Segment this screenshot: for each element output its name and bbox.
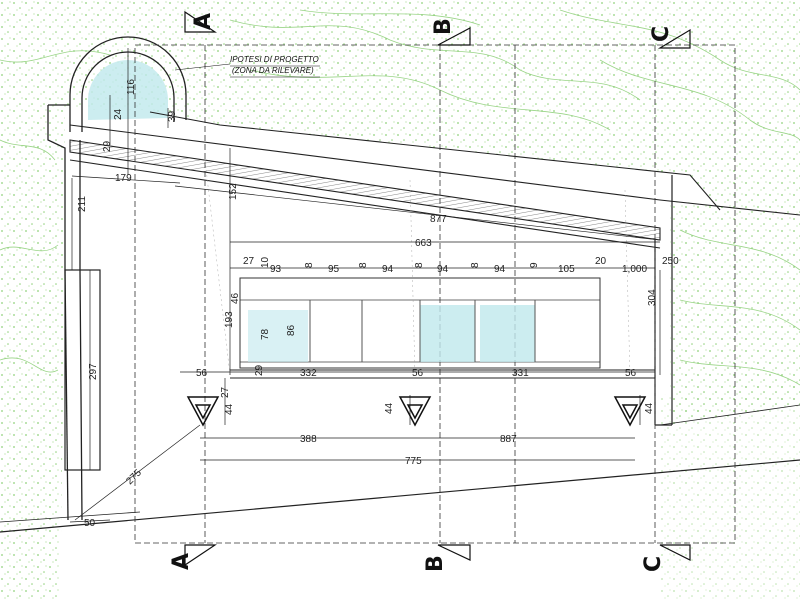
dim-label: 193 [224,311,235,328]
dim-label: 94 [437,264,449,275]
left-wall [64,269,101,471]
dim-label: 105 [558,264,575,275]
dim-label: 27 [220,386,231,398]
dim-label: 93 [270,264,282,275]
dim-label: 275 [124,467,144,487]
dim-label: 27 [243,256,255,267]
window-strip [204,159,631,376]
dim-label: 44 [384,402,395,414]
dimension-lines [69,48,661,523]
note-line-1: IPOTESI DI PROGETTO [230,55,319,64]
dim-label: 8 [358,262,369,268]
dim-label: 44 [644,402,655,414]
dim-label: 179 [115,173,132,184]
dim-label: 78 [260,328,271,340]
floor-beam [230,369,655,379]
dim-label: 152 [228,183,239,200]
dim-label: 10 [260,256,271,268]
section-a-bottom: A [169,553,194,570]
dim-label: 8 [470,262,481,268]
level-markers [186,396,647,427]
dim-label: 20 [595,256,607,267]
dim-label: 9 [529,262,540,268]
section-a-top: A [191,13,216,30]
dim-label: 877 [430,214,447,225]
dim-label: 94 [382,264,394,275]
section-b-bottom: B [423,555,448,572]
dim-label: 44 [224,403,235,415]
section-c-top: C [649,26,674,42]
dim-label: 86 [286,324,297,336]
dim-label: 331 [512,368,529,379]
dim-label: 304 [647,289,658,306]
note-line-2: (ZONA DA RILEVARE) [232,66,314,75]
dim-label: 56 [625,368,637,379]
dim-label: 332 [300,368,317,379]
dim-label: 50 [84,518,96,529]
dim-label: 211 [77,196,88,212]
ground-line [0,404,800,533]
dim-label: 116 [126,79,137,95]
dim-label: 8 [414,262,425,268]
dim-label: 663 [415,238,432,249]
dim-label: 8 [304,262,315,268]
dim-label: 29 [254,364,265,376]
dim-label: 250 [662,256,679,267]
dim-label: 24 [113,108,124,120]
dim-label: 887 [500,434,517,445]
sloped-roof [69,111,800,249]
dim-label: 56 [412,368,424,379]
dimension-labels: 116 24 39 29 179 211 152 877 663 27 10 9… [77,79,679,529]
dim-label: 56 [196,368,208,379]
dim-label: 775 [405,456,422,467]
dim-label: 39 [167,110,178,122]
dim-label: 46 [230,292,241,304]
section-markers [184,10,691,567]
dim-label: 95 [328,264,340,275]
dim-label: 94 [494,264,506,275]
dim-label: 388 [300,434,317,445]
dim-label: 297 [88,363,99,380]
section-b-top: B [431,18,456,35]
section-c-bottom: C [641,556,666,572]
dim-label: 1,000 [622,264,647,275]
dim-label: 29 [102,140,113,152]
